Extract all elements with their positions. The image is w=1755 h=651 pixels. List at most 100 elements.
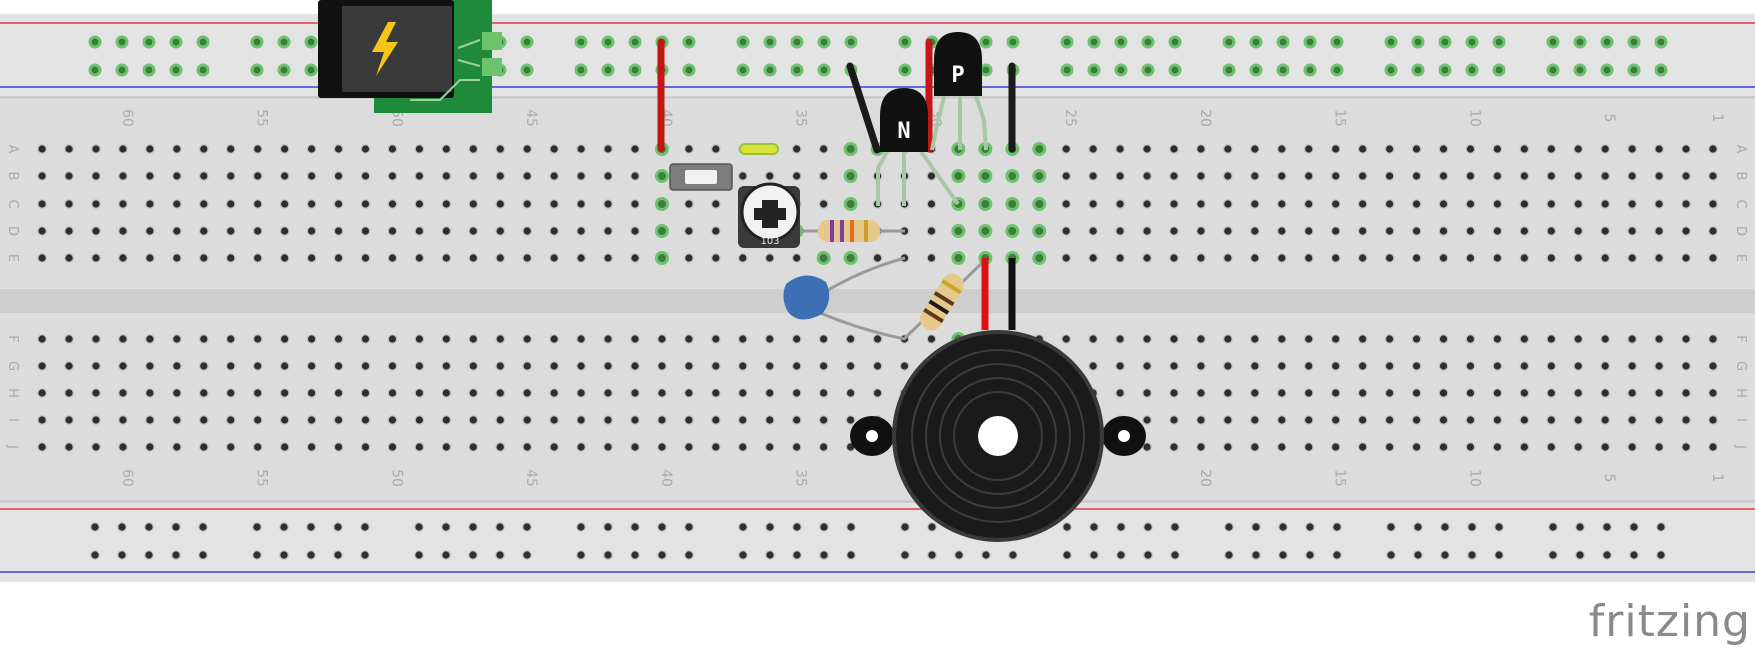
breadboard-hole[interactable] xyxy=(1303,171,1314,181)
breadboard-hole[interactable] xyxy=(1411,226,1422,236)
rail-hole[interactable] xyxy=(817,63,831,77)
breadboard-hole[interactable] xyxy=(118,199,128,209)
breadboard-hole[interactable] xyxy=(711,226,721,236)
breadboard-hole[interactable] xyxy=(1196,171,1206,181)
breadboard-hole[interactable] xyxy=(926,334,937,344)
breadboard-hole[interactable] xyxy=(145,199,155,209)
breadboard-hole[interactable] xyxy=(1088,144,1098,154)
breadboard-hole[interactable] xyxy=(37,253,47,263)
breadboard-hole[interactable] xyxy=(1465,334,1476,344)
breadboard-hole[interactable] xyxy=(1169,144,1179,154)
breadboard-hole[interactable] xyxy=(225,171,236,181)
breadboard-hole[interactable] xyxy=(549,334,559,344)
breadboard-hole[interactable] xyxy=(468,226,479,236)
rail-hole[interactable] xyxy=(250,35,264,49)
breadboard-hole[interactable] xyxy=(818,388,829,398)
breadboard-hole[interactable] xyxy=(1196,361,1206,371)
rail-hole[interactable] xyxy=(1494,522,1504,532)
breadboard-hole[interactable] xyxy=(549,415,559,425)
breadboard-hole[interactable] xyxy=(1357,253,1368,263)
breadboard-hole[interactable] xyxy=(549,361,559,371)
breadboard-hole[interactable] xyxy=(1357,442,1368,452)
breadboard-hole[interactable] xyxy=(845,415,856,425)
rail-hole[interactable] xyxy=(1411,63,1425,77)
breadboard-hole[interactable] xyxy=(1169,226,1179,236)
breadboard-hole[interactable] xyxy=(1357,199,1368,209)
breadboard-hole[interactable] xyxy=(414,144,425,154)
breadboard-hole[interactable] xyxy=(1277,442,1287,452)
breadboard-hole[interactable] xyxy=(1032,197,1047,211)
breadboard-hole[interactable] xyxy=(657,334,667,344)
rail-hole[interactable] xyxy=(979,63,993,77)
breadboard-hole[interactable] xyxy=(1061,226,1071,236)
breadboard-hole[interactable] xyxy=(1061,253,1071,263)
breadboard-hole[interactable] xyxy=(1250,334,1260,344)
rail-hole[interactable] xyxy=(414,550,424,560)
breadboard-hole[interactable] xyxy=(468,144,479,154)
breadboard-hole[interactable] xyxy=(1600,199,1610,209)
rail-hole[interactable] xyxy=(1116,522,1126,532)
breadboard-hole[interactable] xyxy=(1142,226,1152,236)
breadboard-hole[interactable] xyxy=(1169,361,1179,371)
rail-hole[interactable] xyxy=(846,550,856,560)
rail-hole[interactable] xyxy=(1438,35,1452,49)
breadboard-hole[interactable] xyxy=(1438,199,1449,209)
breadboard-hole[interactable] xyxy=(711,361,721,371)
breadboard-hole[interactable] xyxy=(657,361,667,371)
breadboard-hole[interactable] xyxy=(1438,253,1449,263)
rail-hole[interactable] xyxy=(441,550,451,560)
breadboard-hole[interactable] xyxy=(387,361,398,371)
breadboard-hole[interactable] xyxy=(252,334,263,344)
breadboard-hole[interactable] xyxy=(926,253,937,263)
ceramic-capacitor[interactable] xyxy=(783,256,906,341)
breadboard-hole[interactable] xyxy=(1438,361,1449,371)
breadboard-hole[interactable] xyxy=(118,415,128,425)
breadboard-hole[interactable] xyxy=(145,226,155,236)
breadboard-hole[interactable] xyxy=(764,442,775,452)
breadboard-hole[interactable] xyxy=(843,169,858,183)
breadboard-hole[interactable] xyxy=(199,171,209,181)
breadboard-hole[interactable] xyxy=(1654,226,1664,236)
breadboard-hole[interactable] xyxy=(1384,199,1395,209)
breadboard-hole[interactable] xyxy=(1708,442,1718,452)
breadboard-hole[interactable] xyxy=(306,199,317,209)
breadboard-hole[interactable] xyxy=(1169,171,1179,181)
breadboard-hole[interactable] xyxy=(1465,442,1476,452)
breadboard-hole[interactable] xyxy=(252,171,263,181)
breadboard-hole[interactable] xyxy=(1032,224,1047,238)
breadboard-hole[interactable] xyxy=(387,253,398,263)
breadboard-hole[interactable] xyxy=(1277,388,1287,398)
breadboard-hole[interactable] xyxy=(1005,169,1020,183)
breadboard-hole[interactable] xyxy=(1277,171,1287,181)
rail-hole[interactable] xyxy=(628,35,642,49)
breadboard-hole[interactable] xyxy=(1654,334,1664,344)
breadboard-hole[interactable] xyxy=(252,144,263,154)
breadboard-hole[interactable] xyxy=(1303,199,1314,209)
breadboard-hole[interactable] xyxy=(414,334,425,344)
rail-hole[interactable] xyxy=(1087,63,1101,77)
breadboard-hole[interactable] xyxy=(951,251,966,265)
breadboard-hole[interactable] xyxy=(1277,226,1287,236)
breadboard-hole[interactable] xyxy=(495,442,506,452)
breadboard-hole[interactable] xyxy=(711,144,721,154)
rail-hole[interactable] xyxy=(1249,63,1263,77)
rail-hole[interactable] xyxy=(90,550,100,560)
breadboard-hole[interactable] xyxy=(1330,415,1341,425)
breadboard-hole[interactable] xyxy=(1708,171,1718,181)
rail-hole[interactable] xyxy=(738,550,748,560)
transistor-pnp[interactable]: P xyxy=(934,32,982,96)
breadboard-hole[interactable] xyxy=(64,253,74,263)
breadboard-hole[interactable] xyxy=(899,361,910,371)
breadboard-hole[interactable] xyxy=(306,144,317,154)
rail-hole[interactable] xyxy=(468,522,478,532)
breadboard-hole[interactable] xyxy=(118,226,128,236)
breadboard-hole[interactable] xyxy=(414,199,425,209)
rail-hole[interactable] xyxy=(1440,522,1450,532)
breadboard-hole[interactable] xyxy=(1330,442,1341,452)
rail-hole[interactable] xyxy=(171,550,181,560)
rail-hole[interactable] xyxy=(684,522,694,532)
breadboard-hole[interactable] xyxy=(630,388,640,398)
rail-hole[interactable] xyxy=(1224,550,1234,560)
rail-hole[interactable] xyxy=(763,35,777,49)
breadboard-hole[interactable] xyxy=(654,197,669,211)
